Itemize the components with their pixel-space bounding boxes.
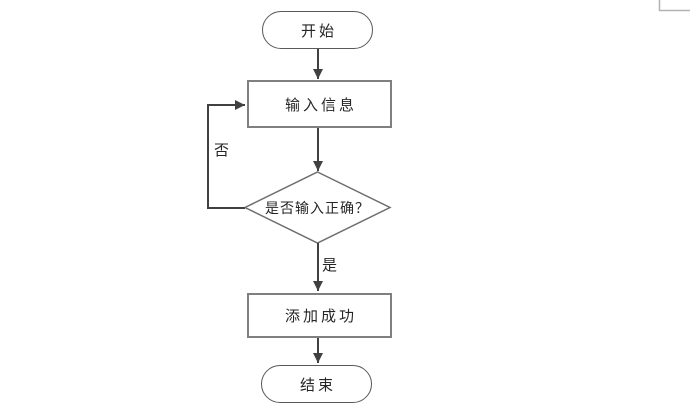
node-add-success[interactable]: 添加成功 <box>247 293 392 338</box>
node-end[interactable]: 结束 <box>261 365 372 403</box>
drawing-canvas-corner-mark <box>658 0 690 12</box>
edge-decision-no-loop <box>207 100 245 209</box>
label-branch-yes: 是 <box>322 257 338 274</box>
node-add-success-label: 添加成功 <box>284 308 357 325</box>
node-input-info-label: 输入信息 <box>284 96 357 114</box>
label-branch-no: 否 <box>214 142 230 159</box>
node-start-label: 开始 <box>300 22 337 40</box>
node-input-info[interactable]: 输入信息 <box>247 80 392 128</box>
node-end-label: 结束 <box>299 376 336 394</box>
node-decision-shape[interactable] <box>243 171 392 244</box>
node-start[interactable]: 开始 <box>262 11 373 49</box>
